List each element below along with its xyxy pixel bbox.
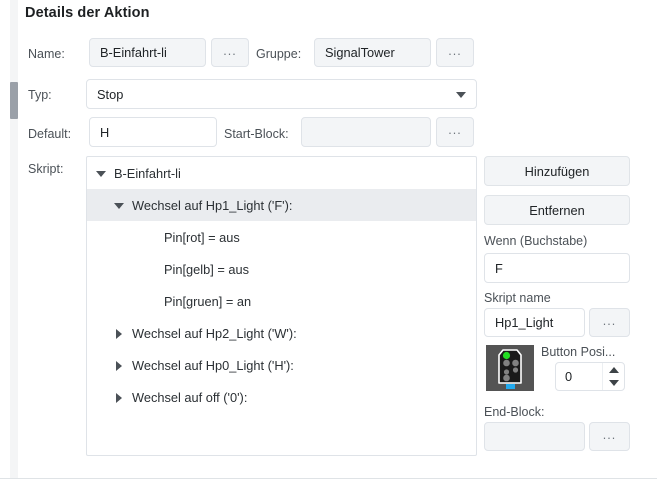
skript-name-label: Skript name xyxy=(484,291,551,305)
end-block-input[interactable] xyxy=(484,422,585,451)
tree-row[interactable]: Wechsel auf Hp2_Light ('W'): xyxy=(87,317,476,349)
default-label: Default: xyxy=(28,127,72,141)
tree-row[interactable]: Wechsel auf Hp0_Light ('H'): xyxy=(87,349,476,381)
default-input[interactable]: H xyxy=(89,117,217,147)
bottom-divider xyxy=(0,478,657,479)
button-position-stepper[interactable]: 0 xyxy=(555,362,625,391)
tree-row-label: Pin[gruen] = an xyxy=(164,293,252,309)
gruppe-browse-button[interactable]: ... xyxy=(436,38,474,67)
tree-row[interactable]: Wechsel auf Hp1_Light ('F'): xyxy=(87,189,476,221)
chevron-down-icon xyxy=(456,92,466,98)
tree-row[interactable]: Wechsel auf off ('0'): xyxy=(87,381,476,413)
twisty-none-icon xyxy=(145,263,158,276)
skript-label: Skript: xyxy=(28,162,64,176)
tree-row[interactable]: Pin[gelb] = aus xyxy=(87,253,476,285)
chevron-down-icon[interactable] xyxy=(603,377,624,391)
twisty-collapsed-icon[interactable] xyxy=(113,327,126,340)
twisty-collapsed-icon[interactable] xyxy=(113,359,126,372)
tree-row-label: Wechsel auf Hp2_Light ('W'): xyxy=(132,325,297,341)
start-block-browse-button[interactable]: ... xyxy=(436,117,474,147)
add-button[interactable]: Hinzufügen xyxy=(484,156,630,186)
vertical-scrollbar-track[interactable] xyxy=(10,0,18,478)
skript-name-browse-button[interactable]: ... xyxy=(589,308,630,337)
start-block-label: Start-Block: xyxy=(224,127,289,141)
remove-button[interactable]: Entfernen xyxy=(484,195,630,225)
twisty-expanded-icon[interactable] xyxy=(95,167,108,180)
tree-row[interactable]: Pin[rot] = aus xyxy=(87,221,476,253)
tree-row-label: Pin[rot] = aus xyxy=(164,229,240,245)
end-block-label: End-Block: xyxy=(484,405,545,419)
name-label: Name: xyxy=(28,47,65,61)
tree-row-label: Pin[gelb] = aus xyxy=(164,261,250,277)
button-position-label: Button Posi... xyxy=(541,345,616,359)
end-block-browse-button[interactable]: ... xyxy=(589,422,630,451)
page-title: Details der Aktion xyxy=(25,5,150,21)
twisty-expanded-icon[interactable] xyxy=(113,199,126,212)
signal-tower-icon xyxy=(486,345,534,391)
vertical-scrollbar-thumb[interactable] xyxy=(10,82,18,119)
start-block-input[interactable] xyxy=(301,117,431,147)
tree-row-label: Wechsel auf Hp1_Light ('F'): xyxy=(132,197,293,213)
twisty-none-icon xyxy=(145,295,158,308)
wenn-label: Wenn (Buchstabe) xyxy=(484,234,588,248)
tree-row-label: Wechsel auf Hp0_Light ('H'): xyxy=(132,357,294,373)
name-browse-button[interactable]: ... xyxy=(211,38,249,67)
twisty-collapsed-icon[interactable] xyxy=(113,391,126,404)
name-input[interactable]: B-Einfahrt-li xyxy=(89,38,206,67)
tree-row[interactable]: B-Einfahrt-li xyxy=(87,157,476,189)
typ-dropdown[interactable]: Stop xyxy=(86,79,477,109)
button-position-value: 0 xyxy=(565,369,573,384)
wenn-input[interactable]: F xyxy=(484,253,630,283)
chevron-up-icon[interactable] xyxy=(603,363,624,377)
typ-label: Typ: xyxy=(28,88,52,102)
typ-selected-value: Stop xyxy=(97,86,124,102)
tree-row-label: B-Einfahrt-li xyxy=(114,165,181,181)
gruppe-label: Gruppe: xyxy=(256,47,302,61)
twisty-none-icon xyxy=(145,231,158,244)
gruppe-input[interactable]: SignalTower xyxy=(314,38,431,67)
tree-row[interactable]: Pin[gruen] = an xyxy=(87,285,476,317)
tree-row-label: Wechsel auf off ('0'): xyxy=(132,389,248,405)
skript-name-input[interactable]: Hp1_Light xyxy=(484,308,585,337)
